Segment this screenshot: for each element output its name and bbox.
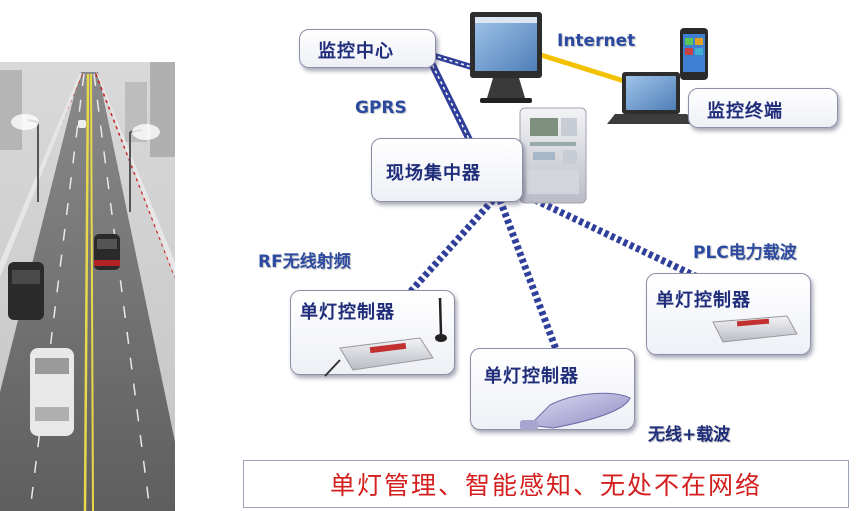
concentrator-box	[371, 138, 523, 202]
plc-link	[533, 196, 712, 287]
mid-link	[496, 198, 564, 362]
rf-label: RF无线射频	[258, 252, 351, 272]
gprs-label: GPRS	[355, 98, 407, 118]
concentrator-label: 现场集中器	[386, 163, 481, 184]
controller-plc-label: 单灯控制器	[656, 290, 751, 311]
controller-rf-label: 单灯控制器	[300, 302, 395, 323]
controller-mid-label: 单灯控制器	[484, 366, 579, 387]
slogan-box: 单灯管理、智能感知、无处不在网络	[243, 460, 849, 508]
road-scene	[0, 62, 175, 511]
monitor-terminal-box	[688, 88, 838, 128]
controller-mid-box	[470, 348, 635, 430]
desktop-monitor-icon	[470, 12, 542, 103]
monitor-center-box	[299, 29, 436, 68]
slogan-text: 单灯管理、智能感知、无处不在网络	[329, 471, 762, 500]
plc-label: PLC电力载波	[693, 243, 797, 263]
rf-link	[400, 197, 496, 303]
internet-label: Internet	[557, 31, 636, 51]
meter-concentrator-icon	[519, 107, 587, 204]
smartphone-icon	[680, 28, 708, 80]
wireless-carrier-label: 无线+载波	[648, 425, 731, 445]
laptop-icon	[607, 72, 695, 124]
monitor-center-label: 监控中心	[318, 41, 394, 62]
monitor-terminal-label: 监控终端	[707, 101, 783, 122]
